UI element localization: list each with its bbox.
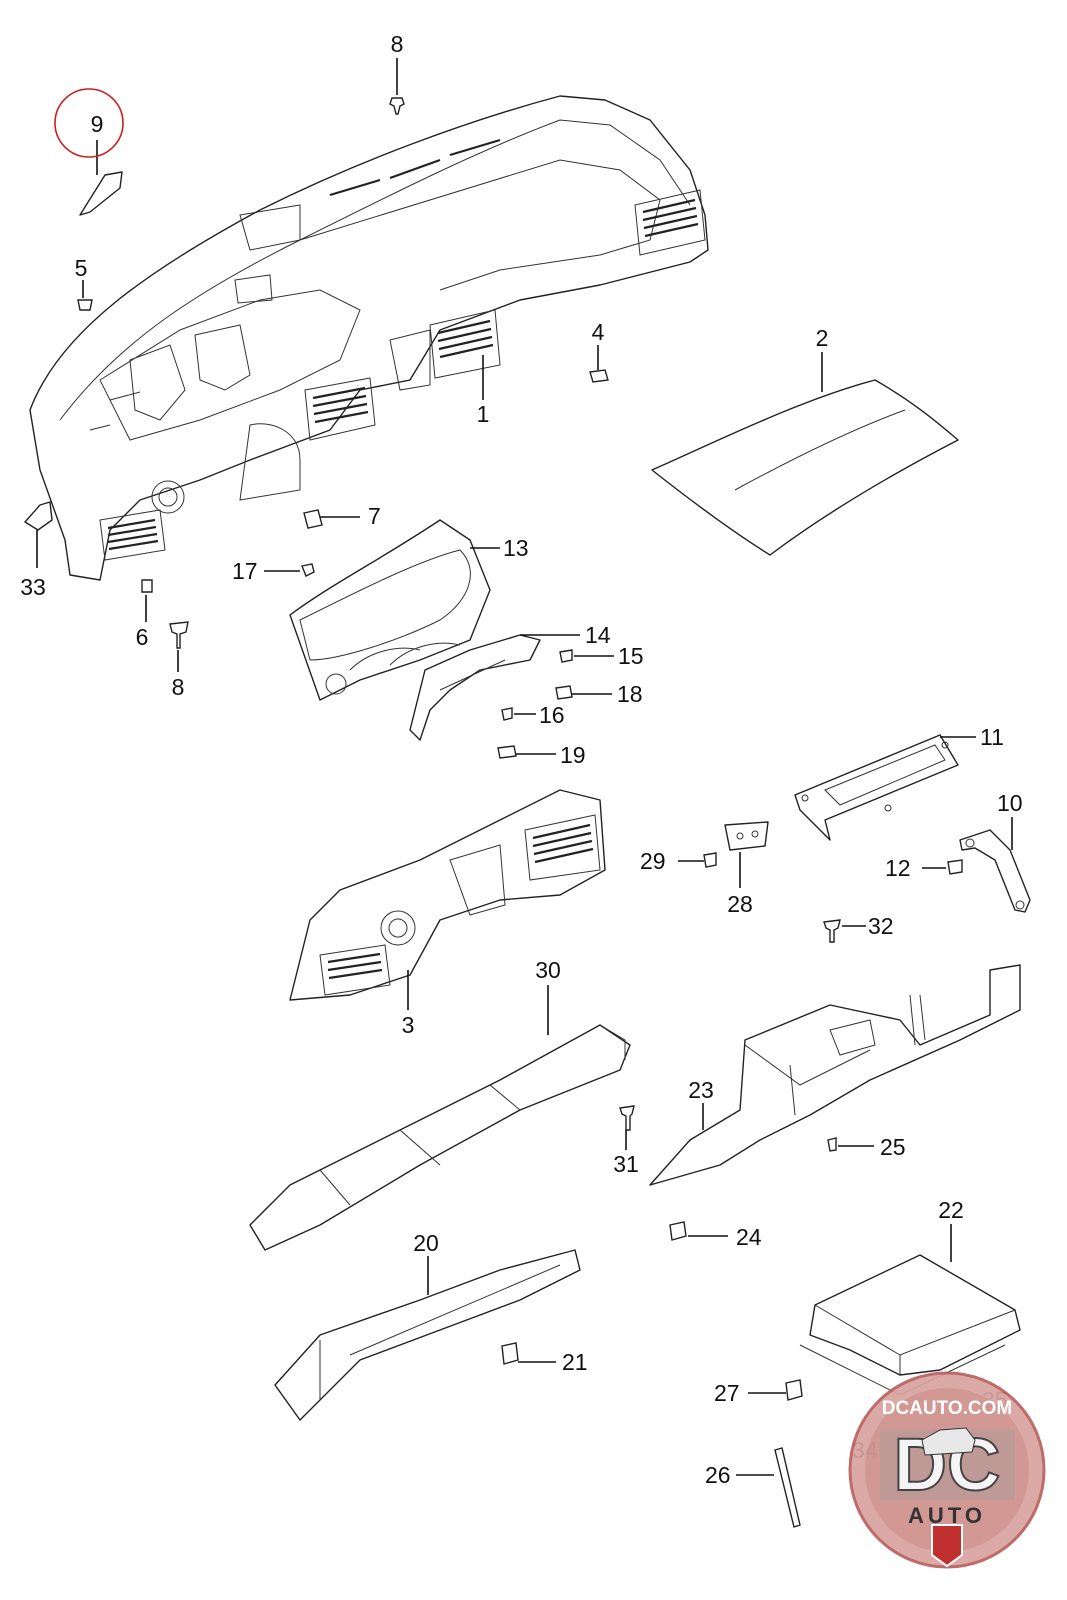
- screw-17: [301, 563, 315, 577]
- part-10-support-arm: [959, 829, 1031, 913]
- part-22-glovebox: [799, 1254, 1021, 1396]
- callout-16: 16: [539, 702, 565, 728]
- part-13-instrument-hood: [289, 519, 491, 701]
- screw-8-low: [169, 621, 189, 649]
- screw-15: [559, 649, 573, 663]
- part-14-trim-panel: [409, 634, 541, 741]
- clip-6: [141, 579, 153, 593]
- callout-17: 17: [232, 558, 258, 584]
- logo-car-icon: [921, 1427, 976, 1456]
- screw-8-top: [389, 97, 405, 115]
- callout-26: 26: [705, 1462, 731, 1488]
- logo-word-text: AUTO: [908, 1503, 986, 1528]
- part-2-airbag-cover: [651, 379, 959, 556]
- clip-18: [555, 685, 573, 700]
- callout-31: 31: [613, 1151, 639, 1177]
- callout-14: 14: [585, 622, 611, 648]
- screw-31: [619, 1105, 635, 1131]
- callout-18: 18: [617, 681, 643, 707]
- callout-1: 1: [477, 401, 490, 427]
- callout-10: 10: [997, 790, 1023, 816]
- callout-9: 9: [91, 111, 104, 137]
- callout-28: 28: [727, 891, 753, 917]
- part-20-side-trim: [274, 1249, 581, 1421]
- callout-21: 21: [562, 1349, 588, 1375]
- screw-12: [947, 859, 963, 875]
- part-33-side-clip: [24, 501, 53, 531]
- callout-30: 30: [535, 957, 561, 983]
- callout-2: 2: [816, 325, 829, 351]
- callout-32: 32: [868, 913, 894, 939]
- callout-24: 24: [736, 1224, 762, 1250]
- rod-26: [774, 1447, 801, 1528]
- callout-29: 29: [640, 848, 666, 874]
- callout-33: 33: [20, 574, 46, 600]
- callout-13: 13: [503, 535, 529, 561]
- callout-22: 22: [938, 1197, 964, 1223]
- callout-4: 4: [592, 319, 605, 345]
- callout-23: 23: [688, 1077, 714, 1103]
- screw-25: [827, 1137, 837, 1152]
- callout-19: 19: [560, 742, 586, 768]
- callout-7: 7: [368, 503, 381, 529]
- screw-16: [501, 707, 513, 721]
- dcauto-logo: DCAUTO.COM DC AUTO: [848, 1371, 1046, 1569]
- part-30-air-duct: [249, 1024, 631, 1251]
- part-1-dashboard: [29, 95, 709, 581]
- clip-4: [589, 369, 609, 383]
- callout-8-top: 8: [391, 31, 404, 57]
- callout-6: 6: [136, 624, 149, 650]
- screw-24: [669, 1221, 687, 1241]
- clip-5: [77, 299, 93, 311]
- callout-12: 12: [885, 855, 911, 881]
- callout-15: 15: [618, 643, 644, 669]
- logo-url-text: DCAUTO.COM: [882, 1398, 1013, 1419]
- part-11-bracket: [794, 734, 959, 841]
- callout-27: 27: [714, 1380, 740, 1406]
- highlight-circle-9: [54, 88, 124, 158]
- part-9-corner-trim: [79, 171, 123, 216]
- callout-20: 20: [413, 1230, 439, 1256]
- callout-labels: 9 8 5 1 2 4 7 33 6 8 17 13 14 15 18 16 1…: [20, 31, 1022, 1488]
- logo-shield: [931, 1524, 963, 1568]
- screw-29: [703, 852, 717, 868]
- clip-27: [785, 1379, 803, 1401]
- clip-19: [497, 745, 517, 759]
- logo-inner-disc: [865, 1388, 1029, 1552]
- clip-7: [303, 509, 323, 529]
- screw-21: [501, 1342, 519, 1365]
- callout-5: 5: [75, 255, 88, 281]
- callout-11: 11: [980, 724, 1004, 750]
- part-3-lower-dash: [289, 789, 606, 1001]
- part-23-console-carrier: [649, 964, 1021, 1186]
- leader-lines: [36, 58, 1013, 1476]
- callout-3: 3: [402, 1012, 415, 1038]
- callout-8-low: 8: [172, 674, 185, 700]
- callout-25: 25: [880, 1134, 906, 1160]
- screw-32: [823, 919, 841, 943]
- part-28-small-bracket: [724, 821, 769, 851]
- fasteners: [77, 97, 963, 1528]
